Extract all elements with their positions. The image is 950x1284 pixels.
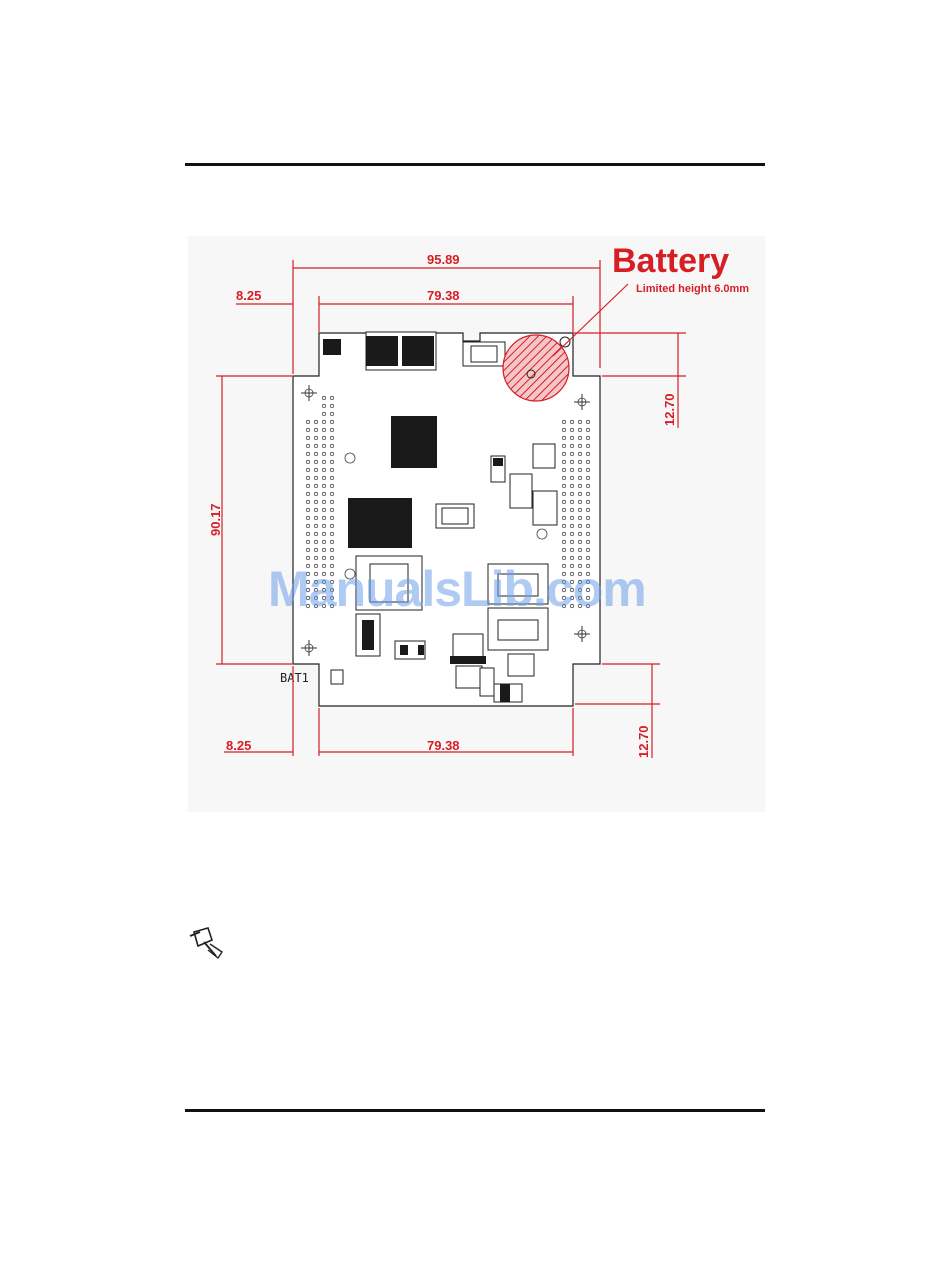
board-mechanical-drawing: Battery Limited height 6.0mm BAT1 95.89 …	[188, 236, 765, 812]
dimension-top-inner-width: 79.38	[427, 288, 460, 303]
dimension-right-bottom-offset: 12.70	[636, 725, 651, 758]
pushpin-note-icon	[186, 922, 228, 962]
dimension-right-top-offset: 12.70	[662, 393, 677, 426]
dimension-top-left-offset: 8.25	[236, 288, 261, 303]
dimension-overall-width: 95.89	[427, 252, 460, 267]
battery-outline	[503, 335, 570, 401]
battery-height-note: Limited height 6.0mm	[636, 283, 749, 295]
dimension-board-height: 90.17	[208, 503, 223, 536]
battery-title: Battery	[612, 242, 729, 280]
battery-reference-label: BAT1	[280, 671, 309, 685]
footer-rule	[185, 1109, 765, 1112]
dimension-bottom-inner-width: 79.38	[427, 738, 460, 753]
watermark-text: ManualsLib.com	[268, 560, 646, 618]
dimension-bottom-left-offset: 8.25	[226, 738, 251, 753]
header-rule	[185, 163, 765, 166]
